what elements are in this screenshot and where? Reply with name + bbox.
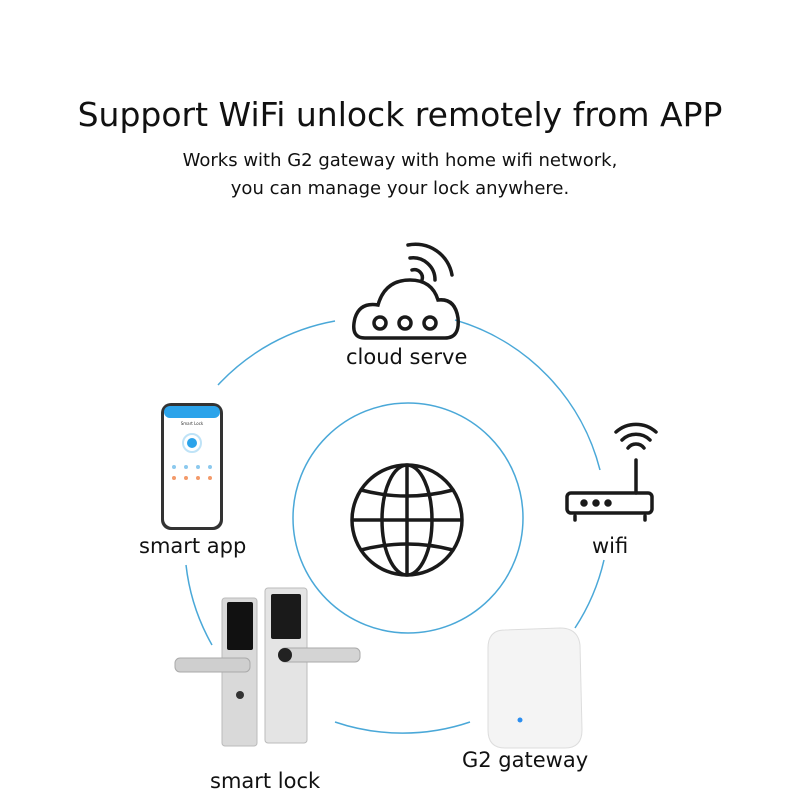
page-title: Support WiFi unlock remotely from APP [77, 95, 723, 134]
label-g2-gateway: G2 gateway [462, 748, 589, 772]
label-cloud-serve: cloud serve [346, 345, 468, 369]
globe-icon [350, 463, 464, 577]
label-wifi: wifi [592, 534, 629, 558]
phone-screen-title: Smart Lock [181, 421, 204, 426]
label-smart-lock: smart lock [210, 769, 321, 793]
outer-ring [185, 319, 605, 734]
cloud-icon [352, 278, 460, 340]
router-icon [565, 422, 658, 522]
gateway-device-image [487, 627, 583, 749]
smartphone-image [161, 403, 223, 530]
inner-ring [292, 402, 524, 634]
cloud-wifi-signal-icon [406, 242, 454, 282]
smart-lock-image [174, 587, 361, 747]
subtitle-line-2: you can manage your lock anywhere. [230, 178, 570, 199]
label-smart-app: smart app [139, 534, 247, 558]
subtitle-line-1: Works with G2 gateway with home wifi net… [182, 150, 618, 171]
